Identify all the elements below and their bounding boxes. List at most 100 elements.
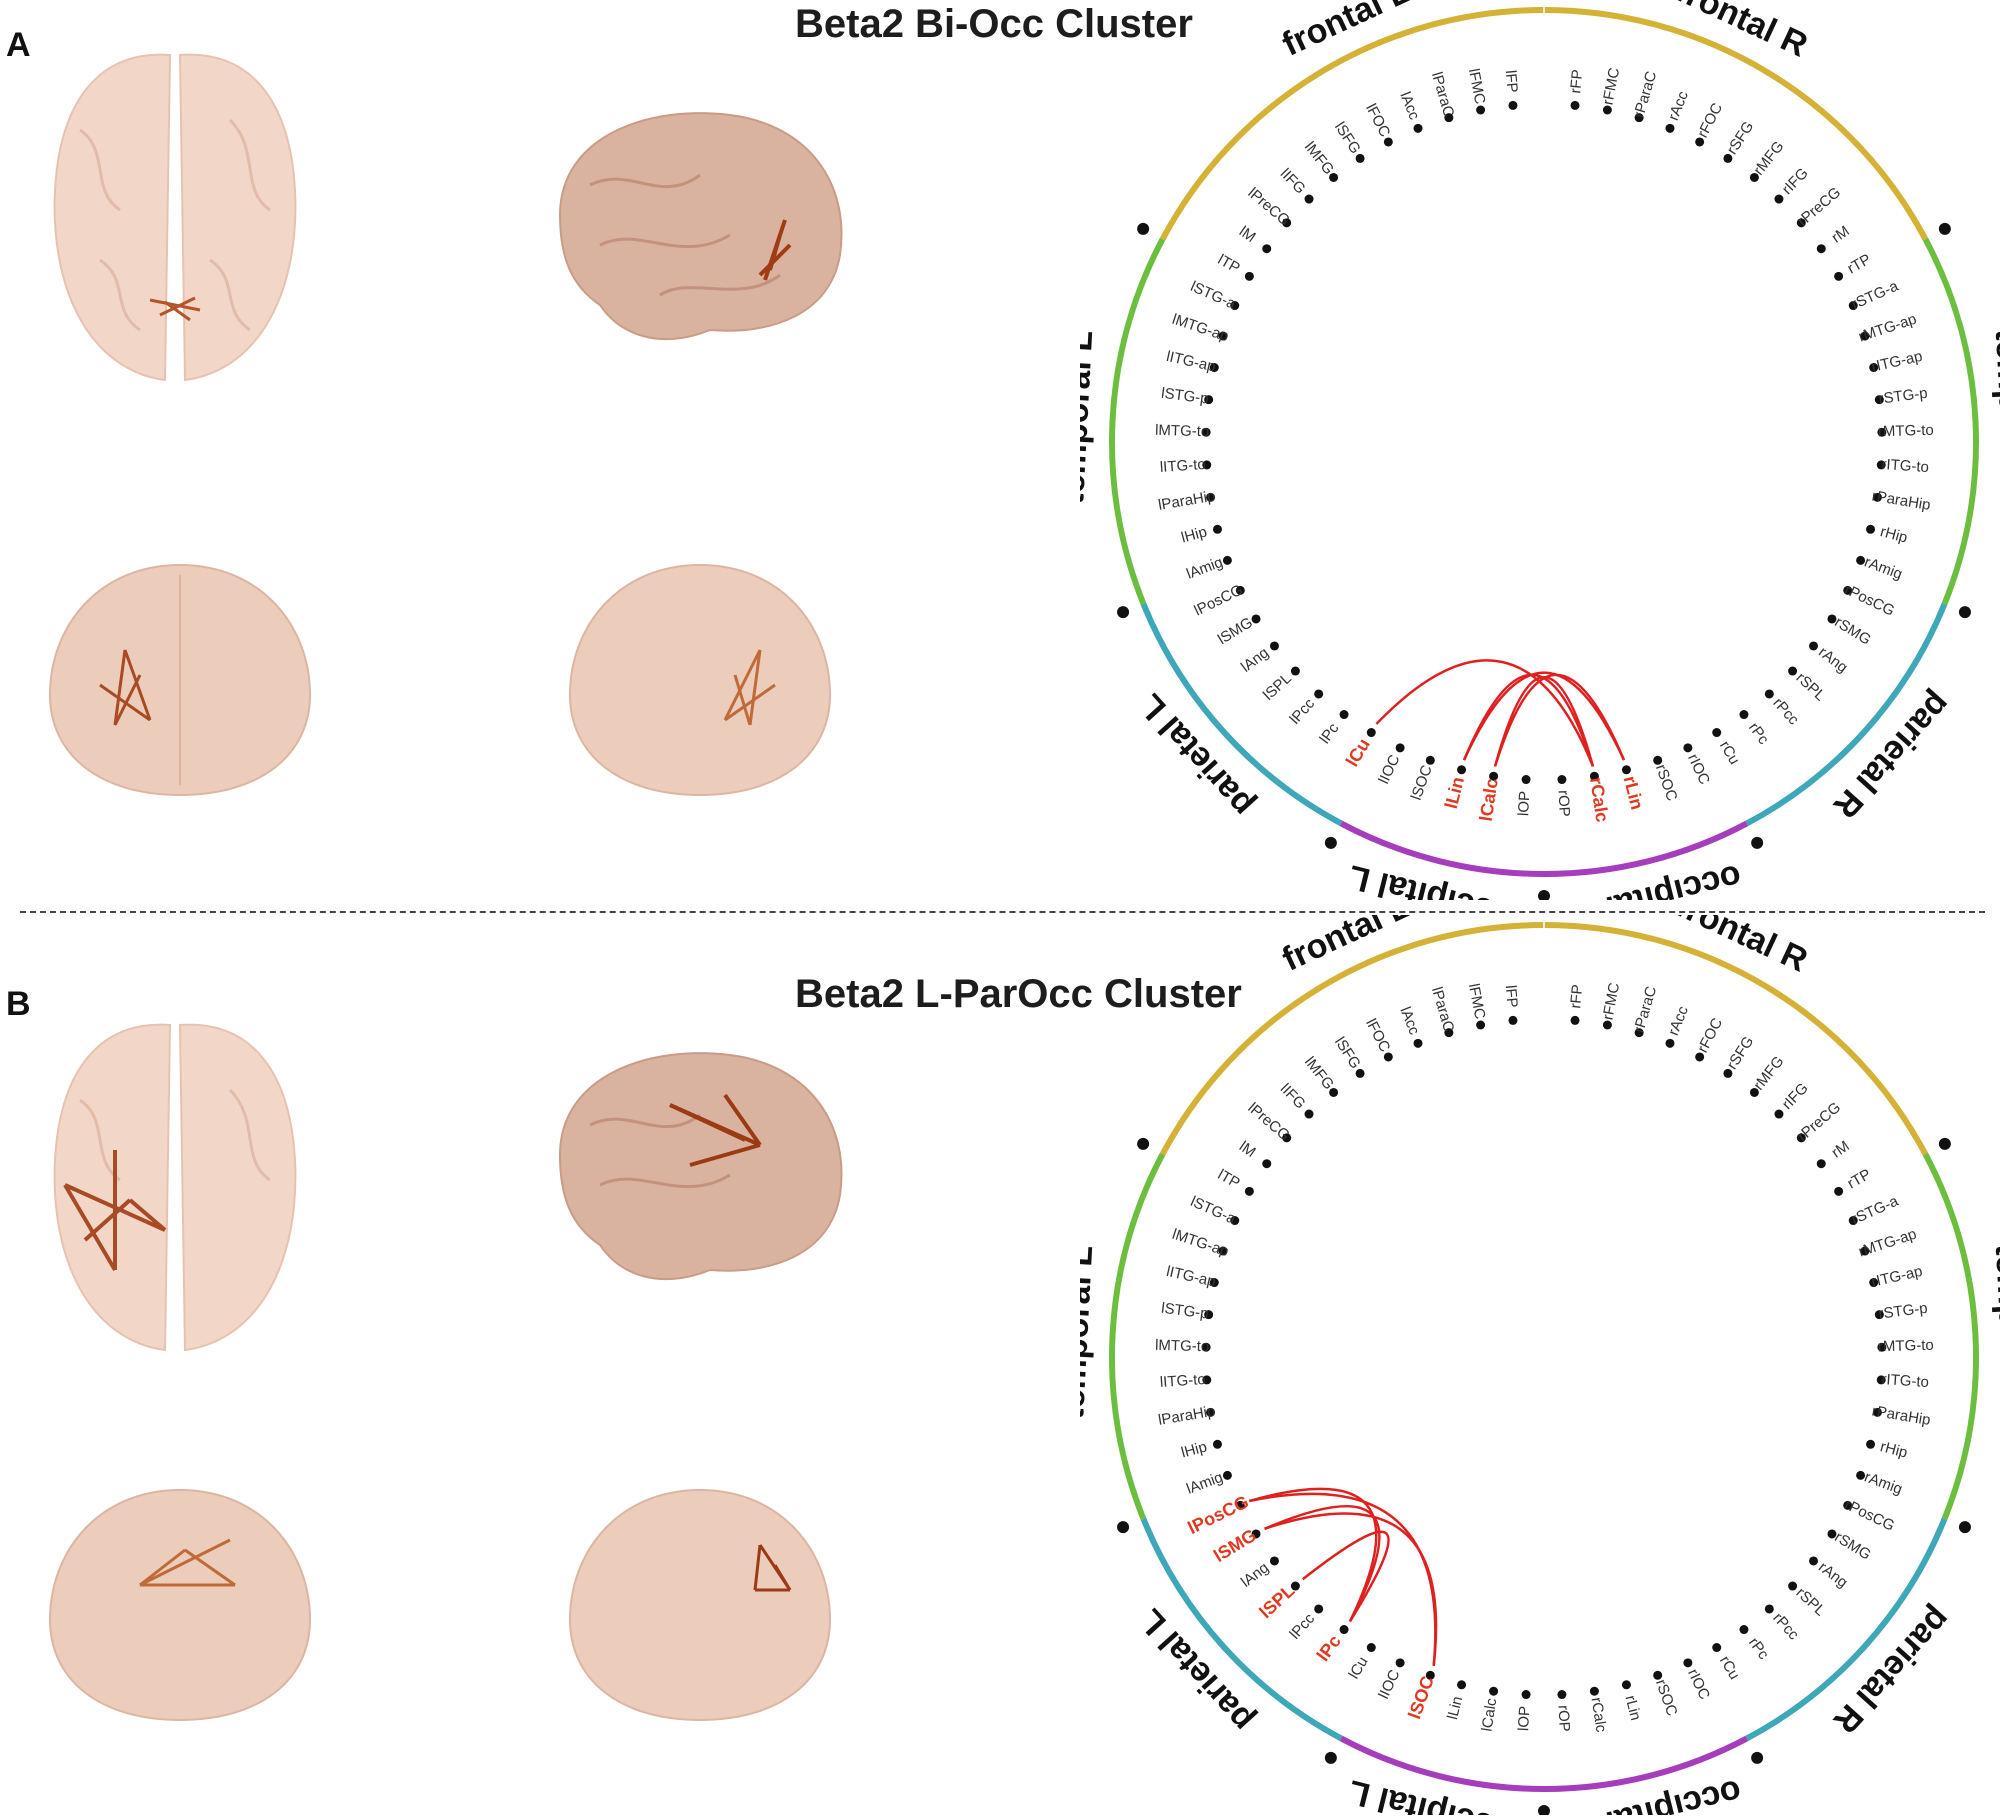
region-node — [1235, 1500, 1245, 1510]
region-node — [1809, 641, 1819, 651]
region-node — [1204, 1310, 1214, 1320]
lobe-label: occipital L — [1345, 1772, 1517, 1815]
region-label: lFOC — [1362, 101, 1393, 140]
connection-edge — [1264, 1512, 1438, 1667]
region-node — [1827, 614, 1837, 624]
connection-lines — [669, 1093, 762, 1167]
ring-temporal-l — [1109, 1152, 1166, 1520]
region-label: rSMG — [1832, 614, 1874, 649]
ring-frontal-r — [1544, 7, 1929, 241]
connection-edge — [1375, 659, 1595, 767]
region-label: lFOC — [1362, 1016, 1393, 1055]
region-label: rPreCG — [1794, 184, 1844, 230]
region-node — [1866, 1439, 1876, 1449]
region-node — [1329, 172, 1339, 182]
region-label: rParaC — [1631, 69, 1661, 120]
region-node — [1570, 100, 1580, 110]
lobe-label: occipital L — [1345, 857, 1517, 900]
region-node — [1202, 460, 1212, 470]
region-node — [1809, 1556, 1819, 1566]
region-node — [1262, 1159, 1272, 1169]
connection-lines — [63, 1150, 167, 1272]
region-node — [1366, 728, 1376, 738]
region-node — [1425, 755, 1435, 765]
region-label: rParaHip — [1871, 1403, 1932, 1429]
region-label: rPc — [1745, 1634, 1772, 1663]
ring-frontal-l — [1159, 7, 1544, 241]
region-label: lM — [1236, 223, 1259, 246]
region-label: lMFG — [1301, 1054, 1337, 1093]
brain-lateral-right-view — [558, 1052, 843, 1281]
region-label: rPcc — [1769, 695, 1802, 729]
brain-top-view — [53, 53, 297, 382]
region-node — [1425, 1670, 1435, 1680]
ring-occipital-r — [1543, 1735, 1749, 1792]
region-node — [1869, 363, 1879, 373]
region-node — [1209, 1278, 1219, 1288]
region-label: rSFG — [1724, 1033, 1758, 1072]
region-node — [1739, 1625, 1749, 1635]
connection-lines — [99, 649, 152, 726]
region-node — [1796, 1133, 1806, 1143]
region-node — [1774, 194, 1784, 204]
region-node — [1444, 1028, 1454, 1038]
ring-temporal-r — [1922, 1152, 1979, 1520]
region-node — [1557, 775, 1567, 785]
region-node — [1413, 1038, 1423, 1048]
region-node — [1723, 153, 1733, 163]
region-label: rSPL — [1793, 1584, 1829, 1619]
brain-posterior-view — [48, 1488, 312, 1722]
region-node — [1877, 427, 1887, 437]
region-label: rParaHip — [1871, 488, 1932, 514]
region-node — [1856, 555, 1866, 565]
region-node — [1489, 1686, 1499, 1696]
region-node — [1834, 1186, 1844, 1196]
region-label: lSOC — [1404, 1673, 1438, 1721]
lobe-boundary-dot — [1751, 1751, 1764, 1764]
region-node — [1355, 1068, 1365, 1078]
lobe-label: occipital R — [1569, 857, 1745, 900]
lobe-boundary-dot — [1137, 222, 1150, 235]
region-node — [1457, 1680, 1467, 1690]
region-label: rITG-to — [1881, 456, 1930, 476]
region-node — [1653, 755, 1663, 765]
region-label: rAcc — [1665, 88, 1692, 123]
region-label: rMTG-ap — [1856, 1226, 1918, 1261]
region-label: rFMC — [1599, 981, 1623, 1021]
panel-title: Beta2 Bi-Occ Cluster — [795, 2, 1193, 46]
panel-title: Beta2 L-ParOcc Cluster — [795, 972, 1242, 1016]
region-node — [1444, 113, 1454, 123]
region-label: lParaHip — [1157, 1403, 1217, 1429]
region-label: lSFG — [1331, 1034, 1364, 1072]
region-label: rMFG — [1750, 1053, 1787, 1094]
region-node — [1395, 1658, 1405, 1668]
region-label: lOP — [1515, 1706, 1533, 1732]
region-label: rSPL — [1793, 669, 1829, 704]
region-label: rLin — [1622, 1694, 1645, 1722]
region-label: lAng — [1238, 644, 1272, 676]
region-node — [1869, 1278, 1879, 1288]
region-label: lSTG-a — [1188, 278, 1239, 313]
region-label: rTP — [1845, 251, 1874, 278]
ring-occipital-r — [1543, 820, 1749, 877]
region-label: lCu — [1342, 735, 1374, 770]
region-node — [1860, 331, 1870, 341]
region-label: rPc — [1745, 719, 1772, 748]
region-label: rAcc — [1665, 1003, 1692, 1038]
ring-occipital-l — [1339, 1735, 1545, 1792]
lobe-boundary-dot — [1137, 1137, 1150, 1150]
ring-frontal-l — [1159, 922, 1544, 1156]
region-label: rITG-to — [1881, 1371, 1930, 1391]
region-label: rSTG-p — [1878, 1300, 1929, 1323]
lobe-boundary-dot — [1538, 890, 1550, 900]
region-label: lMTG-ap — [1170, 1226, 1231, 1260]
region-node — [1457, 765, 1467, 775]
region-node — [1634, 113, 1644, 123]
region-node — [1557, 1690, 1567, 1700]
region-label: lFMC — [1465, 982, 1488, 1021]
region-node — [1290, 666, 1300, 676]
region-label: rCu — [1716, 738, 1743, 767]
region-node — [1201, 1342, 1211, 1352]
connection-lines — [753, 1544, 792, 1592]
